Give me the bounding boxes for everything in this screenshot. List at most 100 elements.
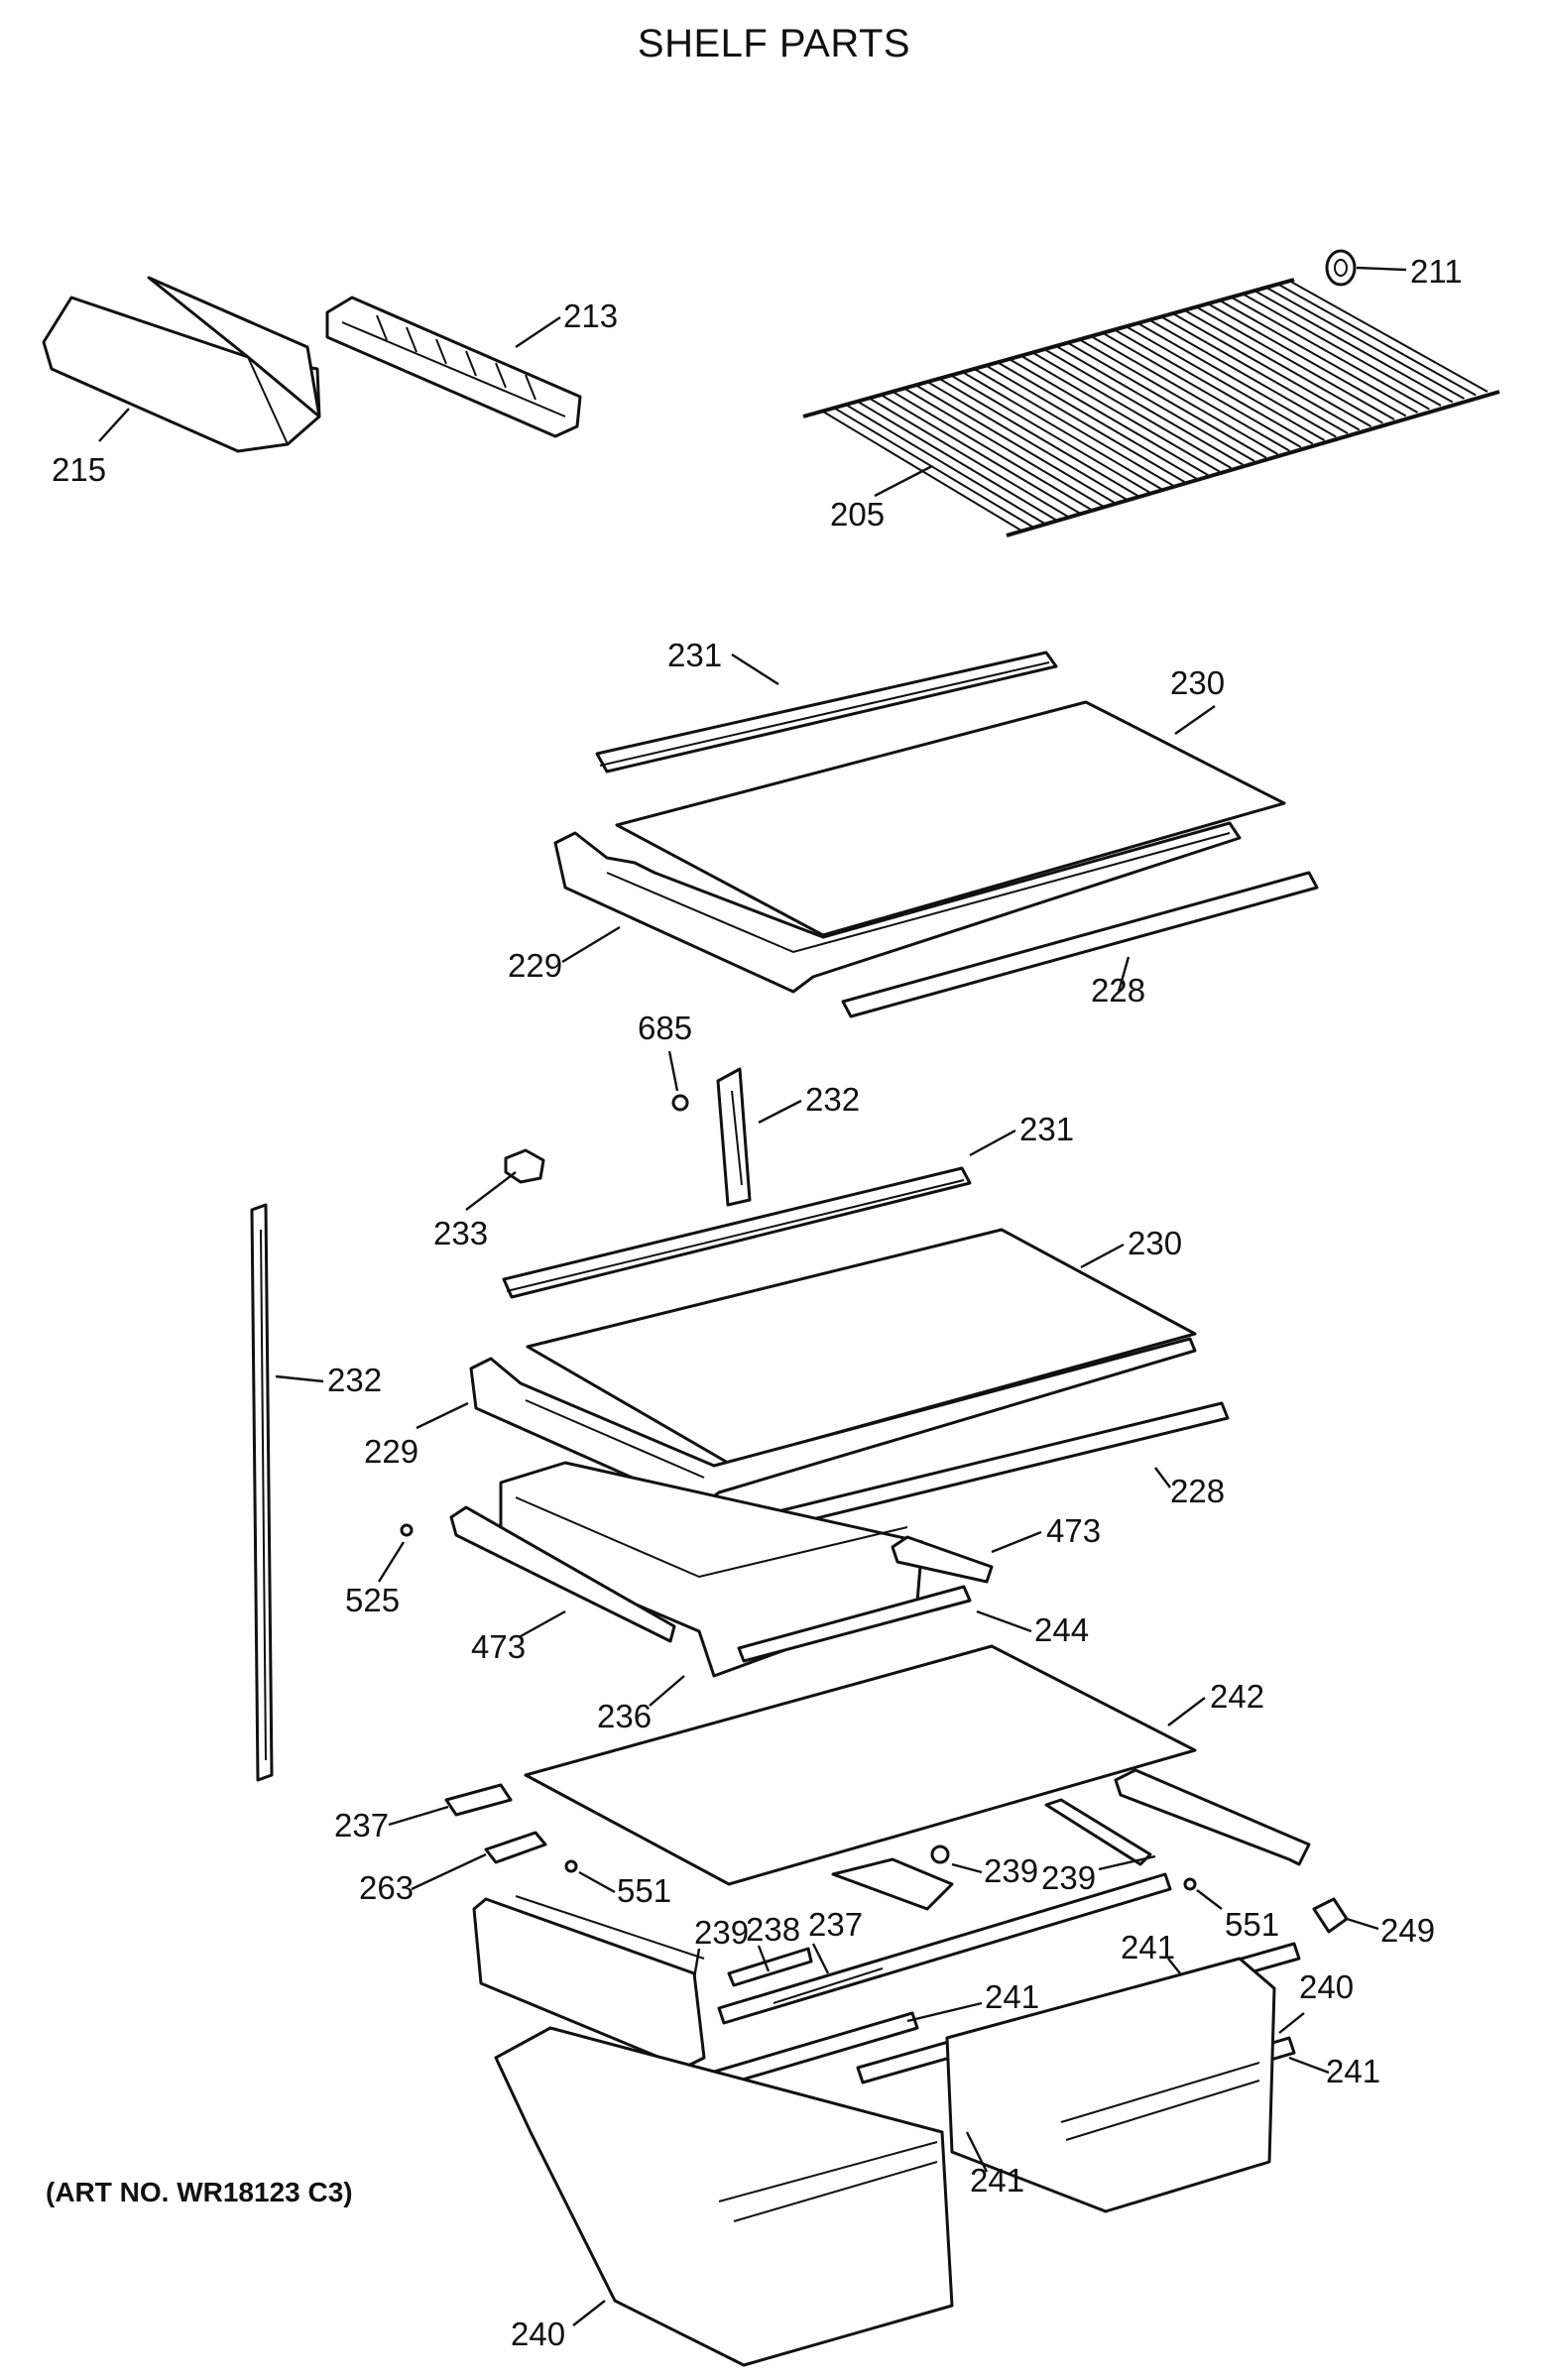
shelf-wire-rod (1090, 335, 1290, 452)
part-237-slide-center (717, 1872, 1172, 2025)
callout-525: 525 (345, 1582, 400, 1618)
part-242-cover-glass (524, 1644, 1197, 1886)
callout-241-right: 241 (1326, 2053, 1380, 2089)
callout-242: 242 (1210, 1678, 1264, 1715)
part-244-pan-trim (737, 1585, 972, 1663)
callout-236: 236 (597, 1698, 652, 1734)
part-473-slide-rail-left (449, 1505, 676, 1643)
callout-551-left: 551 (617, 1872, 671, 1909)
callout-213: 213 (563, 298, 618, 334)
part-230-glass-middle (526, 1228, 1197, 1465)
callout-263: 263 (359, 1869, 414, 1906)
shelf-wire-rod (1078, 338, 1279, 455)
part-239-support-right (1044, 1798, 1152, 1866)
callout-230-middle: 230 (1128, 1225, 1182, 1261)
shelf-wire-rod (985, 364, 1186, 483)
shelf-wire-rod (1031, 351, 1233, 469)
art-number: (ART NO. WR18123 C3) (46, 2177, 353, 2207)
shelf-wire-rod (1067, 341, 1267, 459)
shelf-wire-rod (997, 361, 1197, 480)
shelf-wire-rod (1207, 302, 1407, 417)
callout-241-bottom: 241 (970, 2162, 1024, 2199)
part-229-frame-middle (469, 1337, 1197, 1509)
shelf-wire-rod (1253, 290, 1454, 404)
part-211-bumper (1325, 249, 1357, 287)
callout-232-left: 232 (327, 1362, 382, 1398)
shelf-wire-rod (1242, 293, 1442, 407)
callout-238: 238 (746, 1911, 800, 1948)
part-551-screw-left (564, 1859, 578, 1873)
shelf-wire-rod (834, 407, 1034, 529)
shelf-wire-rod (1172, 312, 1371, 427)
callout-205: 205 (830, 496, 885, 533)
callout-228-middle: 228 (1170, 1473, 1225, 1509)
shelf-wire-rod (1148, 318, 1349, 434)
part-473-rail-right-lower (1114, 1768, 1311, 1866)
shelf-wire-rod (1055, 345, 1255, 462)
shelf-wire-rod (903, 388, 1104, 508)
shelf-wire-rod (1102, 331, 1302, 448)
part-238-label (727, 1947, 813, 1987)
part-213-ice-tray (325, 296, 582, 438)
shelf-wire-rod (857, 401, 1057, 522)
shelf-wire-rod (1183, 308, 1383, 424)
callout-685: 685 (638, 1010, 692, 1046)
part-240-crisper-pan-right (945, 1957, 1276, 2213)
callout-551-right: 551 (1225, 1906, 1279, 1943)
leader-lines (98, 266, 1407, 2326)
part-231-front-trim-middle (502, 1166, 972, 1299)
shelf-wire-rod (1288, 280, 1488, 393)
part-240-crisper-pan-left (494, 2026, 954, 2367)
callout-228-upper: 228 (1091, 972, 1145, 1009)
part-228-rear-trim-upper (841, 871, 1319, 1018)
shelf-wire-rod (1114, 328, 1314, 445)
callout-231-upper: 231 (667, 637, 722, 673)
part-237-slide-left (444, 1783, 513, 1817)
shelf-wire-rod (915, 384, 1116, 504)
part-232-ladder-left (250, 1203, 274, 1782)
part-263-slide-left (484, 1831, 547, 1864)
part-249-pan-stop (1312, 1897, 1349, 1934)
part-215-bin (42, 276, 321, 453)
shelf-wire-rod (892, 391, 1093, 511)
shelf-wire-rod (950, 374, 1150, 494)
shelf-wire-rod (1219, 298, 1418, 414)
part-232-ladder-center (716, 1067, 752, 1207)
shelf-wire-rod (869, 397, 1069, 518)
callout-239-right: 239 (1041, 1859, 1096, 1896)
shelf-wire-rod (962, 371, 1162, 490)
shelf-wire-rod (1009, 358, 1209, 476)
callout-241-top: 241 (1121, 1929, 1175, 1965)
callout-241-mid: 241 (985, 1978, 1039, 2015)
shelf-wire-rod (1276, 283, 1477, 397)
callout-233: 233 (433, 1215, 488, 1251)
callout-232-center: 232 (805, 1081, 860, 1118)
part-239-support-left (472, 1895, 706, 2070)
callout-237-center: 237 (808, 1906, 863, 1943)
shelf-wire-rod (974, 368, 1174, 487)
callout-230-upper: 230 (1170, 664, 1225, 701)
part-229-frame-upper (553, 821, 1242, 994)
callout-239-center: 239 (984, 1852, 1038, 1889)
shelf-wire-rod (938, 378, 1139, 497)
callout-237-left: 237 (334, 1807, 389, 1844)
part-239-support-center (831, 1844, 954, 1911)
callout-229-middle: 229 (364, 1433, 418, 1470)
part-551-screw-right (1183, 1877, 1197, 1891)
part-473-slide-rail-right (891, 1535, 994, 1584)
shelf-wire-rod (1265, 286, 1465, 400)
shelf-wire-rod (1043, 348, 1244, 466)
part-205-wire-shelf (802, 278, 1500, 537)
callout-244: 244 (1034, 1611, 1089, 1648)
shelf-wire-rod (1230, 296, 1430, 411)
callout-labels: 211 213 215 205 231 230 229 228 685 232 … (52, 253, 1463, 2352)
callout-231-middle: 231 (1019, 1111, 1074, 1147)
callout-239-left: 239 (694, 1914, 749, 1951)
shelf-wire-rod (881, 394, 1081, 515)
part-231-front-trim-upper (595, 651, 1058, 774)
callout-240-left: 240 (511, 2316, 565, 2352)
part-233-shelf-stop (504, 1148, 545, 1184)
part-525-screw (400, 1523, 414, 1537)
